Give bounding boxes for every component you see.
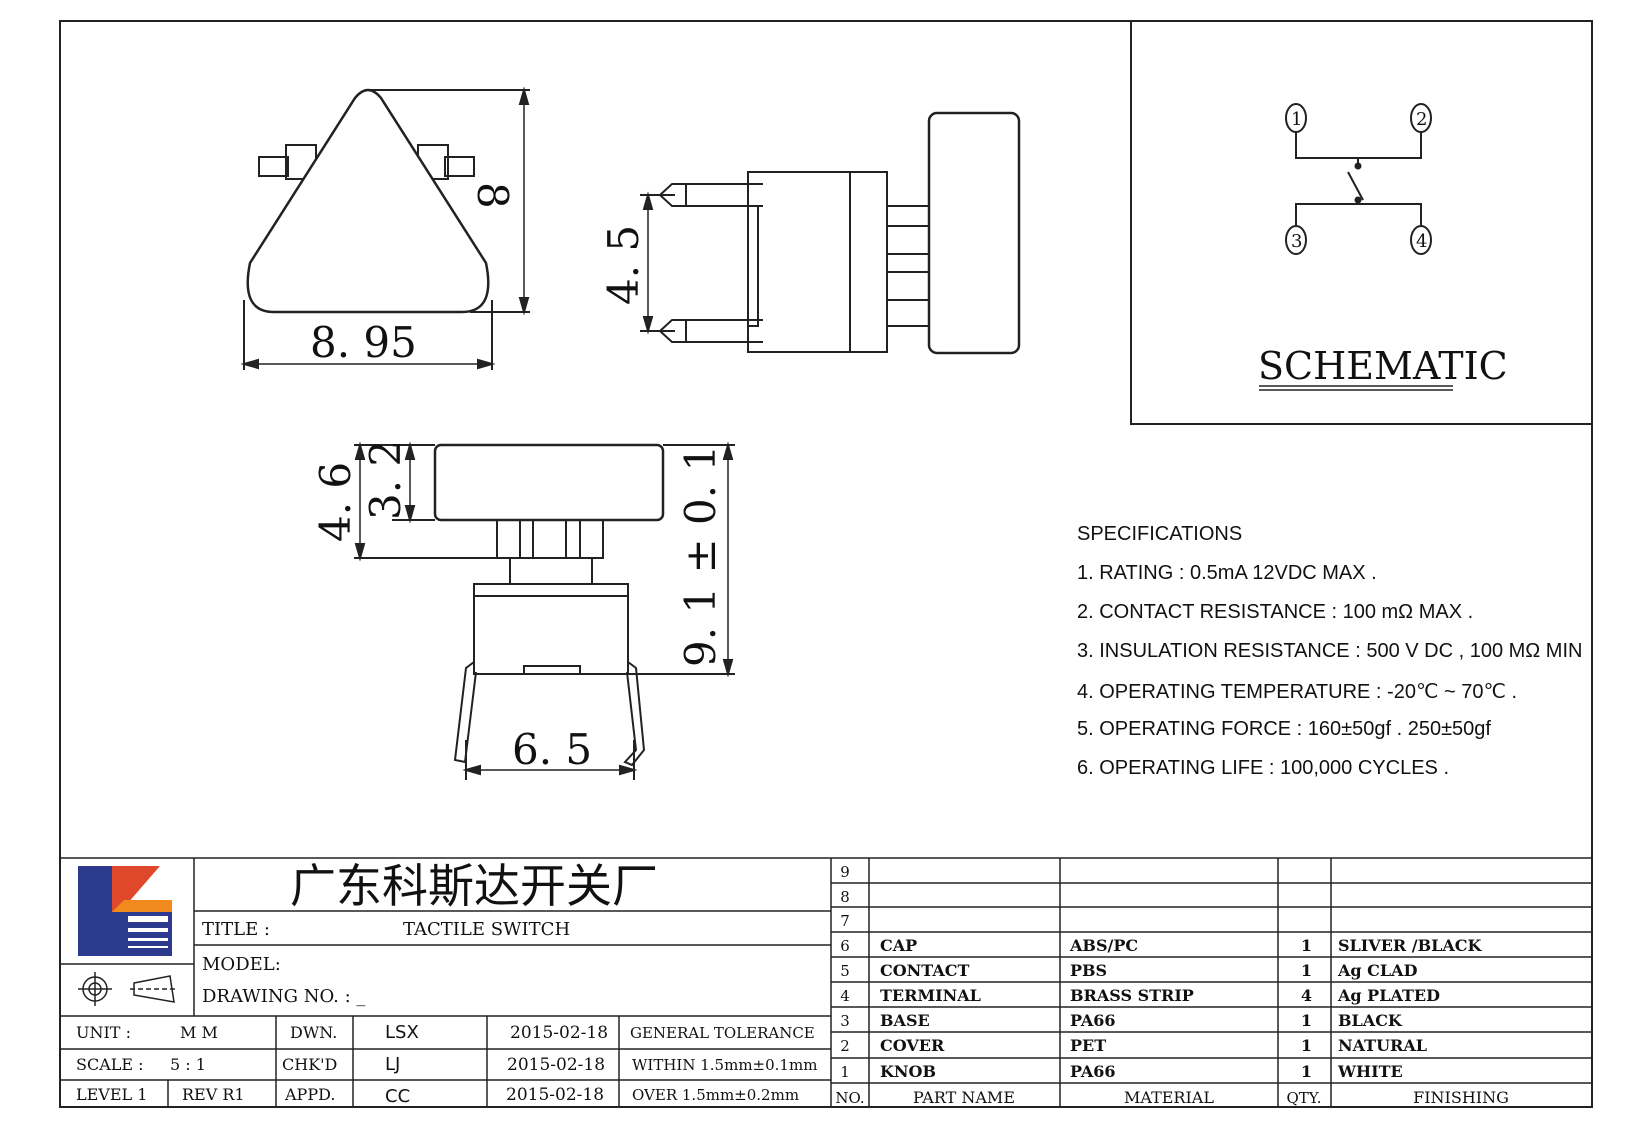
spec-item: 3. INSULATION RESISTANCE : 500 V DC , 10… [1077,640,1583,662]
appd-label: APPD. [284,1085,335,1104]
dwn-name: LSX [385,1022,419,1043]
scale-value: 5 : 1 [170,1055,206,1074]
dim-4-6: 4. 6 [311,462,360,542]
title-label: TITLE : [202,919,270,940]
title-value: TACTILE SWITCH [403,919,570,940]
dim-8: 8 [468,182,517,209]
bom-row-finishing: SLIVER /BLACK [1338,936,1483,955]
dim-9-1: 9. 1 ± 0. 1 [676,445,725,667]
bom-row-material: BRASS STRIP [1070,986,1194,1005]
bom-row-part: COVER [880,1036,945,1055]
front-view [354,441,735,780]
company-name: 广东科斯达开关厂 [290,859,658,913]
bom-header-part: PART NAME [913,1088,1015,1107]
bom-row-part: CONTACT [880,961,969,980]
tolerance-over: OVER 1.5mm±0.2mm [632,1086,799,1104]
bom-row-finishing: BLACK [1338,1011,1403,1030]
bom-row-qty: 1 [1301,1062,1312,1081]
bom-header-qty: QTY. [1286,1089,1321,1107]
schematic-pin-2: 2 [1416,109,1427,130]
spec-item: 1. RATING : 0.5mA 12VDC MAX . [1077,562,1377,584]
bom-row-no: 4 [840,987,850,1005]
bom-row-qty: 1 [1301,1036,1312,1055]
projection-symbol-icon [78,972,178,1006]
unit-label: UNIT : [76,1023,131,1042]
bom-row-no: 8 [840,888,850,906]
bom-row-no: 7 [840,912,850,930]
bom-header-finishing: FINISHING [1413,1088,1509,1107]
bom-row-qty: 1 [1301,961,1312,980]
spec-item: 4. OPERATING TEMPERATURE : -20℃ ~ 70℃ . [1077,681,1518,703]
schematic-title: SCHEMATIC [1258,344,1508,388]
bom-row-no: 3 [840,1012,850,1030]
scale-label: SCALE : [76,1055,144,1074]
dim-4-5: 4. 5 [599,225,648,305]
schematic-pin-1: 1 [1291,109,1302,130]
appd-date: 2015-02-18 [506,1085,604,1105]
bom-row-part: CAP [880,936,917,955]
drawing-no-label: DRAWING NO. : _ [202,986,365,1007]
schematic-pin-4: 4 [1416,231,1427,252]
bom-row-finishing: NATURAL [1338,1036,1427,1055]
dim-6-5: 6. 5 [512,725,592,774]
chk-date: 2015-02-18 [507,1055,605,1075]
bom-row-material: PET [1070,1036,1106,1055]
top-view [240,86,530,370]
dim-8-95: 8. 95 [310,318,417,367]
bom-row-finishing: Ag CLAD [1337,961,1418,980]
tolerance-within: WITHIN 1.5mm±0.1mm [632,1056,817,1074]
bom-row-part: BASE [880,1011,930,1030]
rev-label: REV R1 [182,1085,245,1104]
schematic-pin-3: 3 [1291,231,1302,252]
schematic-box [1130,20,1593,425]
switch-schematic [1285,103,1432,255]
bom-row-material: PA66 [1070,1062,1116,1081]
bom-header-material: MATERIAL [1124,1088,1214,1107]
unit-value: M M [180,1023,218,1042]
model-label: MODEL: [202,954,281,975]
drawing-frame [59,20,1593,1108]
tolerance-title: GENERAL TOLERANCE [630,1024,815,1042]
company-logo [78,866,174,956]
spec-item: 2. CONTACT RESISTANCE : 100 mΩ MAX . [1077,601,1474,623]
bom-row-finishing: Ag PLATED [1337,986,1440,1005]
bom-row-part: KNOB [880,1062,936,1081]
bom-row-qty: 1 [1301,1011,1312,1030]
bom-row-part: TERMINAL [880,986,981,1005]
level-label: LEVEL 1 [76,1085,147,1104]
bom-row-no: 1 [840,1063,850,1081]
bom-row-finishing: WHITE [1337,1062,1403,1081]
spec-item: 5. OPERATING FORCE : 160±50gf . 250±50gf [1077,718,1491,740]
bom-row-qty: 1 [1301,936,1312,955]
chk-name: LJ [385,1054,400,1075]
bom-row-no: 6 [840,937,850,955]
dwn-label: DWN. [290,1023,337,1042]
dim-3-2: 3. 2 [361,440,410,520]
chk-label: CHK'D [282,1055,337,1074]
bom-row-no: 9 [840,863,850,881]
spec-item: 6. OPERATING LIFE : 100,000 CYCLES . [1077,757,1450,779]
bom-header-no: NO. [835,1089,864,1107]
bom-row-no: 2 [840,1037,850,1055]
bom-row-material: ABS/PC [1069,936,1138,955]
appd-name: CC [385,1086,410,1107]
bom-row-no: 5 [840,962,850,980]
title-block-grid [59,857,1592,1108]
bom-row-qty: 4 [1301,986,1312,1005]
specifications-heading: SPECIFICATIONS [1077,523,1243,545]
bom-row-material: PBS [1070,961,1107,980]
bom-row-material: PA66 [1070,1011,1116,1030]
dwn-date: 2015-02-18 [510,1023,608,1043]
side-view [640,111,1021,355]
